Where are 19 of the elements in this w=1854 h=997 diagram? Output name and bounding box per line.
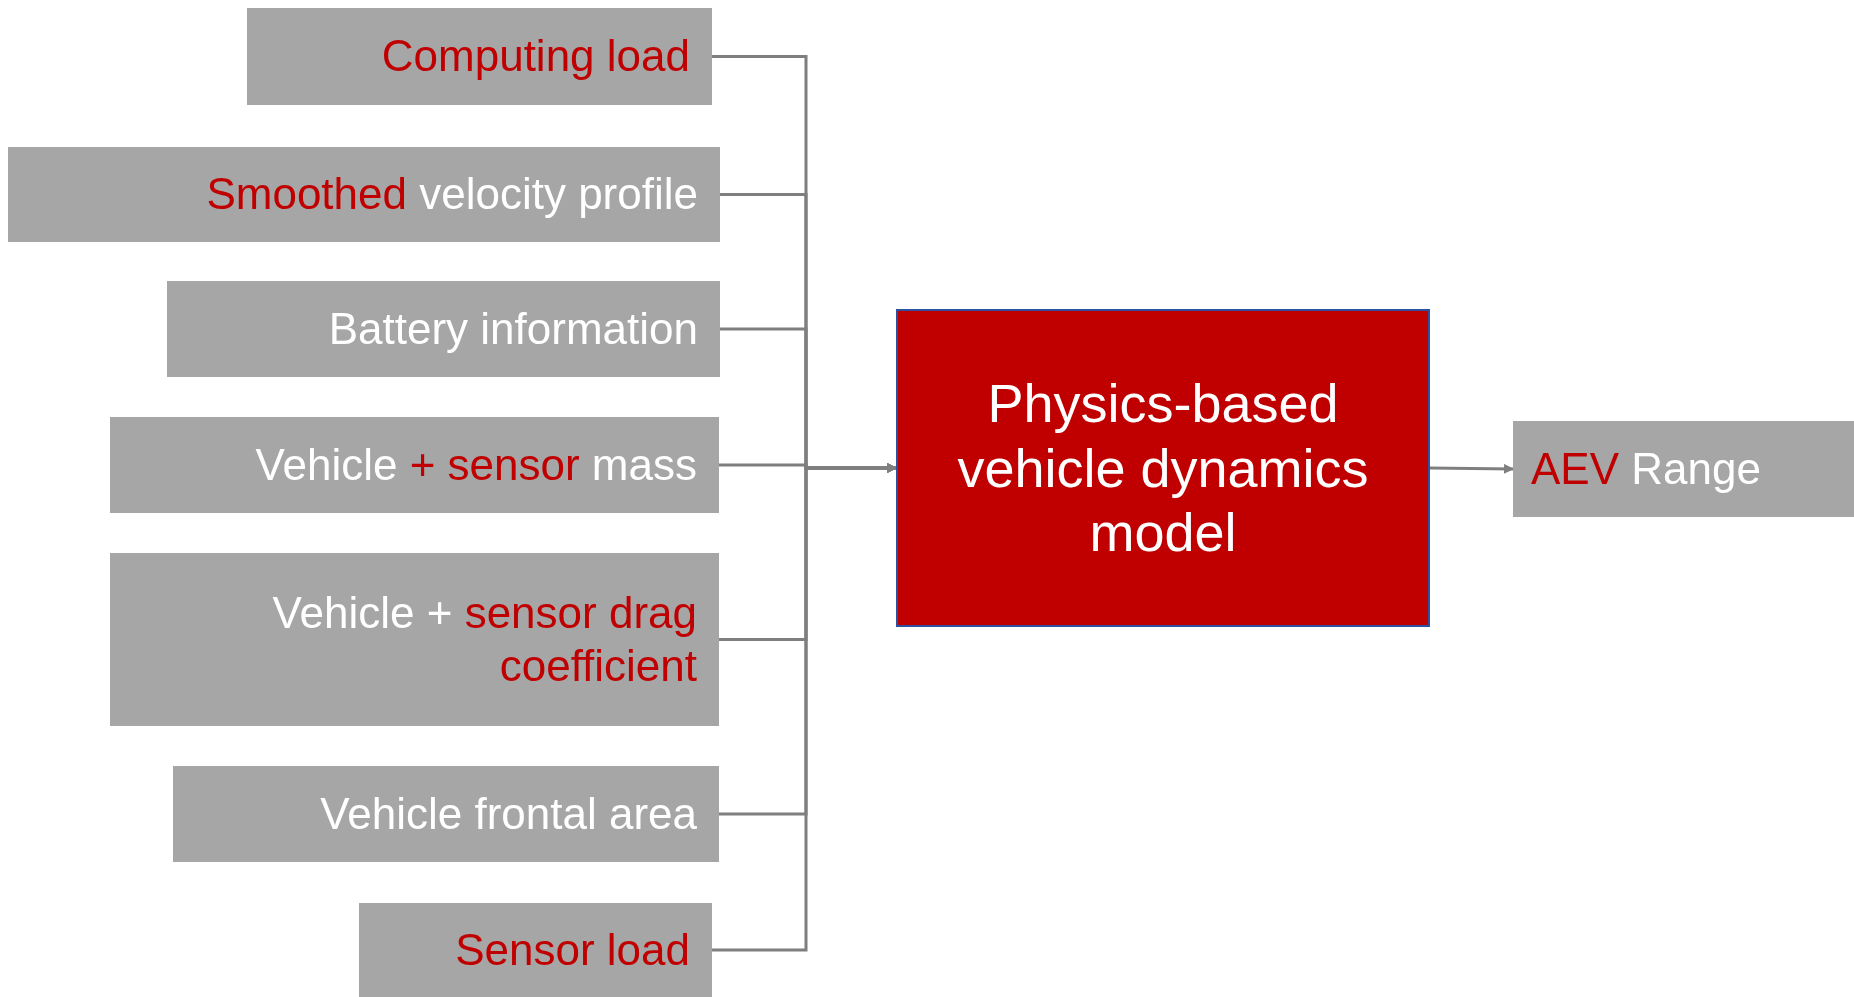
box-label: Battery information	[328, 302, 698, 355]
input-box	[167, 281, 720, 377]
input-box	[1513, 421, 1854, 517]
box-label: Vehicle + sensor drag coefficient	[271, 586, 697, 692]
input-box	[8, 147, 720, 242]
box-label: Vehicle frontal area	[320, 787, 697, 840]
box-label: Vehicle + sensor mass	[255, 438, 697, 491]
input-box	[110, 553, 719, 726]
process-box	[896, 309, 1430, 627]
input-box	[110, 417, 719, 513]
box-label: Sensor load	[455, 923, 690, 976]
box-label: Smoothed velocity profile	[206, 168, 698, 221]
box-label: Physics-based vehicle dynamics model	[956, 371, 1370, 565]
input-box	[247, 8, 712, 105]
input-box	[359, 903, 712, 997]
connector-arrow	[1429, 463, 1514, 474]
input-box	[173, 766, 719, 862]
box-label: Computing load	[381, 30, 690, 83]
box-label: AEV Range	[1531, 442, 1761, 495]
